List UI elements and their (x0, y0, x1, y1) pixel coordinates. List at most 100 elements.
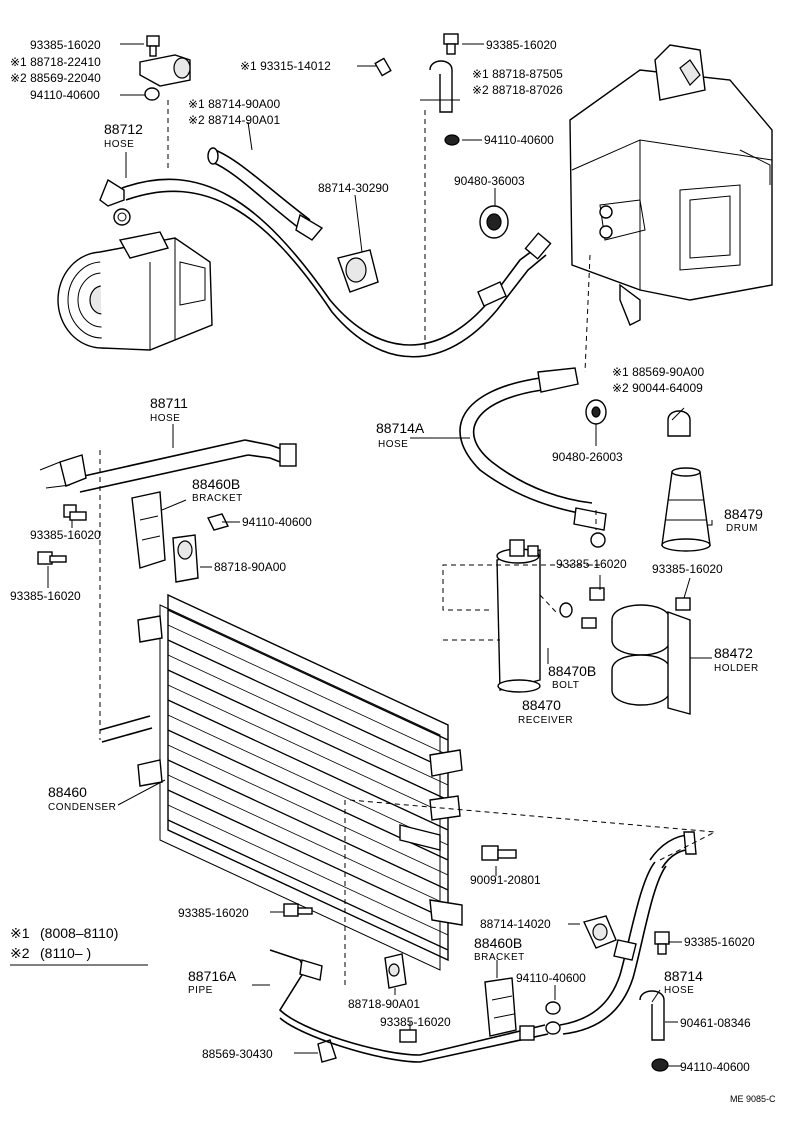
label-88714-14020: 88714-14020 (480, 917, 551, 931)
label-93385-16020-b: 93385-16020 (486, 38, 557, 52)
label-88470: 88470 (522, 697, 561, 713)
label-88569-90a00: ※1 88569-90A00 (612, 365, 704, 379)
condenser-tube (167, 789, 449, 921)
label-93385-16020-e: 93385-16020 (652, 562, 723, 576)
bracket-88460b-lower (484, 977, 517, 1037)
label-88716a-pipe: PIPE (188, 985, 213, 996)
hose-88711 (39, 439, 297, 493)
label-88714: 88714 (664, 968, 703, 984)
legend-range-1: (8008–8110) (40, 925, 118, 941)
label-88714-hose: HOSE (664, 985, 694, 996)
label-90480-26003: 90480-26003 (552, 450, 623, 464)
label-88714-90a01: ※2 88714-90A01 (188, 113, 280, 127)
label-90461-08346: 90461-08346 (680, 1016, 751, 1030)
legend-range-2: (8110– ) (40, 945, 91, 961)
part-labels: 93385-16020 ※1 88718-22410 ※2 88569-2204… (10, 38, 763, 1074)
compressor (57, 231, 213, 351)
clip-88569-90a00 (585, 399, 691, 437)
condenser-tube (167, 669, 449, 801)
condenser-tube (167, 624, 449, 756)
label-88714a: 88714A (376, 420, 425, 436)
legend-mark-2: ※2 (10, 945, 30, 961)
label-93385-16020-g: 93385-16020 (178, 906, 249, 920)
label-90480-36003: 90480-36003 (454, 174, 525, 188)
label-88460b-upper: 88460B (192, 476, 240, 492)
holder-88472 (589, 587, 691, 715)
label-88470b-bolt: BOLT (552, 680, 579, 691)
condenser-tubes (167, 609, 449, 951)
condenser-tube (167, 684, 449, 816)
condenser-tube (167, 639, 449, 771)
leader-lines (47, 43, 713, 1067)
condenser-tube (167, 714, 449, 846)
condenser-tube (167, 804, 449, 936)
label-94110-40600-b: 94110-40600 (484, 133, 554, 147)
label-88479: 88479 (724, 506, 763, 522)
label-93385-16020-f: 93385-16020 (10, 589, 81, 603)
label-88472-holder: HOLDER (714, 663, 759, 674)
bracket-88460b-upper (131, 491, 199, 583)
condenser-tube (167, 819, 449, 951)
label-93385-16020-h: 93385-16020 (684, 935, 755, 949)
label-88569-22040: ※2 88569-22040 (10, 71, 101, 85)
fasteners-top (139, 33, 460, 146)
label-93385-16020-c: 93385-16020 (30, 528, 101, 542)
fasteners-left (37, 504, 230, 565)
condenser-tube (167, 699, 449, 831)
label-88714-30290: 88714-30290 (318, 181, 389, 195)
label-90044-64009: ※2 90044-64009 (612, 381, 703, 395)
label-88470b: 88470B (548, 663, 596, 679)
clamp-88714-30290 (337, 249, 379, 293)
pipe-88716a (269, 949, 549, 1063)
condenser-tube (167, 654, 449, 786)
label-88472: 88472 (714, 645, 753, 661)
label-88711: 88711 (150, 395, 188, 411)
label-88460-condenser: CONDENSER (48, 802, 116, 813)
label-94110-40600-c: 94110-40600 (242, 515, 312, 529)
label-88714a-hose: HOSE (378, 439, 408, 450)
condenser-tube (167, 774, 449, 906)
label-88716a: 88716A (188, 968, 237, 984)
diagram-code: ME 9085-C (730, 1094, 776, 1104)
label-93385-16020-d: 93385-16020 (556, 557, 627, 571)
hose-88714-90a00 (207, 147, 324, 241)
label-88569-30430: 88569-30430 (202, 1047, 273, 1061)
hose-88712 (99, 178, 552, 358)
label-93385-16020-a: 93385-16020 (30, 38, 101, 52)
condenser-fittings (99, 615, 463, 926)
label-88460b-lower: 88460B (474, 935, 522, 951)
reference-lines (99, 100, 716, 985)
label-90091-20801: 90091-20801 (470, 873, 541, 887)
receiver-88470 (496, 539, 597, 693)
grommet-90480-36003 (479, 205, 509, 239)
legend: ※1 (8008–8110) ※2 (8110– ) (10, 925, 118, 961)
label-94110-40600-d: 94110-40600 (516, 971, 586, 985)
condenser-tube (167, 759, 449, 891)
label-88718-87026: ※2 88718-87026 (472, 83, 563, 97)
label-88460: 88460 (48, 784, 87, 800)
label-88711-hose: HOSE (150, 413, 180, 424)
label-88479-drum: DRUM (726, 523, 758, 534)
drum-88479 (661, 467, 711, 552)
condenser-tube (167, 744, 449, 876)
label-88718-87505: ※1 88718-87505 (472, 67, 563, 81)
label-88718-90a00: 88718-90A00 (214, 560, 286, 574)
label-88460b-upper-bracket: BRACKET (192, 493, 243, 504)
label-93385-16020-i: 93385-16020 (380, 1015, 451, 1029)
label-88718-22410: ※1 88718-22410 (10, 55, 101, 69)
legend-mark-1: ※1 (10, 925, 30, 941)
label-88718-90a01: 88718-90A01 (348, 997, 420, 1011)
label-94110-40600-e: 94110-40600 (680, 1060, 750, 1074)
condenser-tube (167, 609, 449, 741)
label-88712: 88712 (104, 121, 143, 137)
cooling-unit (569, 44, 773, 326)
label-88470-receiver: RECEIVER (518, 715, 573, 726)
label-94110-40600-a: 94110-40600 (30, 88, 100, 102)
label-88712-hose: HOSE (104, 139, 134, 150)
label-88714-90a00: ※1 88714-90A00 (188, 97, 280, 111)
label-88460b-lower-bracket: BRACKET (474, 952, 525, 963)
condenser-88460 (159, 593, 449, 971)
label-93315-14012: ※1 93315-14012 (240, 59, 331, 73)
hose-88714 (559, 831, 697, 1035)
